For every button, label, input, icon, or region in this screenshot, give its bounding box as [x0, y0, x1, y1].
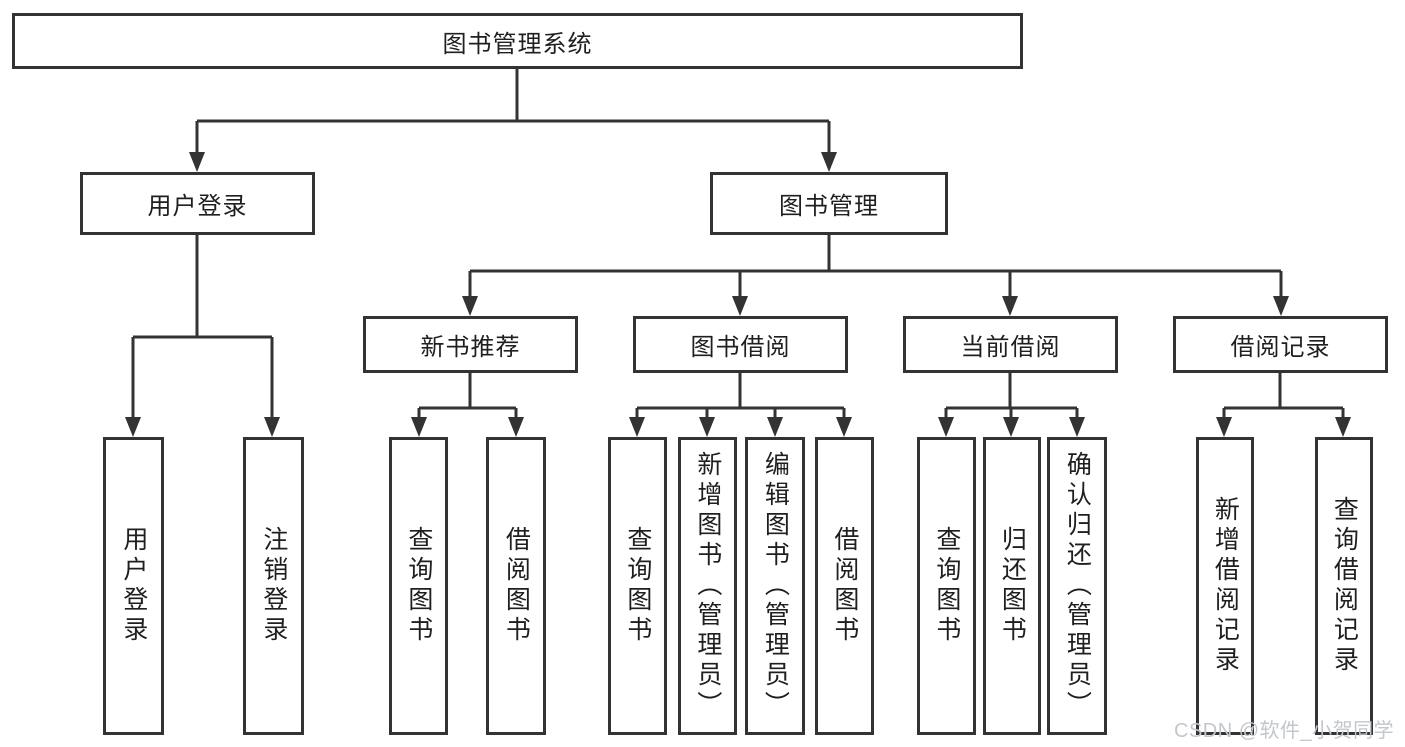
watermark: CSDN @软件_小贺同学 [1174, 720, 1395, 742]
leaf-borrow-borrow-books-label: 借阅图书 [830, 526, 859, 646]
leaf-records-query-record: 查询借阅记录 [1315, 437, 1373, 735]
leaf-user-login-label: 用户登录 [119, 526, 148, 646]
node-book-borrowing: 图书借阅 [633, 316, 848, 373]
node-book-borrowing-label: 图书借阅 [690, 334, 791, 361]
node-new-book-recommend: 新书推荐 [363, 316, 578, 373]
leaf-borrow-query-books-label: 查询图书 [623, 526, 652, 646]
node-root-label: 图书管理系统 [442, 30, 593, 58]
node-book-management: 图书管理 [710, 172, 948, 235]
node-borrowing-records-label: 借阅记录 [1230, 334, 1331, 361]
node-book-management-label: 图书管理 [779, 193, 879, 220]
leaf-borrow-add-books-admin: 新增图书（管理员） [678, 437, 737, 735]
leaf-current-query-books: 查询图书 [917, 437, 976, 735]
leaf-logout: 注销登录 [243, 437, 304, 735]
leaf-records-query-record-label: 查询借阅记录 [1330, 496, 1359, 676]
leaf-recommend-borrow-books: 借阅图书 [486, 437, 546, 735]
leaf-borrow-query-books: 查询图书 [608, 437, 667, 735]
leaf-recommend-query-books: 查询图书 [389, 437, 448, 735]
leaf-recommend-query-books-label: 查询图书 [404, 526, 433, 646]
node-root: 图书管理系统 [12, 13, 1023, 69]
leaf-borrow-edit-books-admin-label: 编辑图书（管理员） [761, 451, 790, 721]
node-user-login: 用户登录 [80, 172, 315, 235]
leaf-user-login: 用户登录 [103, 437, 164, 735]
leaf-borrow-borrow-books: 借阅图书 [815, 437, 874, 735]
leaf-current-query-books-label: 查询图书 [932, 526, 961, 646]
leaf-borrow-add-books-admin-label: 新增图书（管理员） [693, 451, 722, 721]
tree-edges [131, 69, 1345, 420]
leaf-current-return-books: 归还图书 [983, 437, 1041, 735]
leaf-records-add-record-label: 新增借阅记录 [1211, 496, 1240, 676]
leaf-recommend-borrow-books-label: 借阅图书 [502, 526, 531, 646]
leaf-logout-label: 注销登录 [259, 526, 288, 646]
node-new-book-recommend-label: 新书推荐 [420, 334, 521, 361]
node-current-borrowing: 当前借阅 [903, 316, 1118, 373]
leaf-current-return-books-label: 归还图书 [998, 526, 1027, 646]
leaf-current-confirm-return-admin: 确认归还（管理员） [1047, 437, 1107, 735]
leaf-records-add-record: 新增借阅记录 [1196, 437, 1254, 735]
node-current-borrowing-label: 当前借阅 [960, 334, 1061, 361]
node-borrowing-records: 借阅记录 [1173, 316, 1388, 373]
leaf-current-confirm-return-admin-label: 确认归还（管理员） [1063, 451, 1092, 721]
leaf-borrow-edit-books-admin: 编辑图书（管理员） [745, 437, 805, 735]
node-user-login-label: 用户登录 [147, 193, 248, 220]
